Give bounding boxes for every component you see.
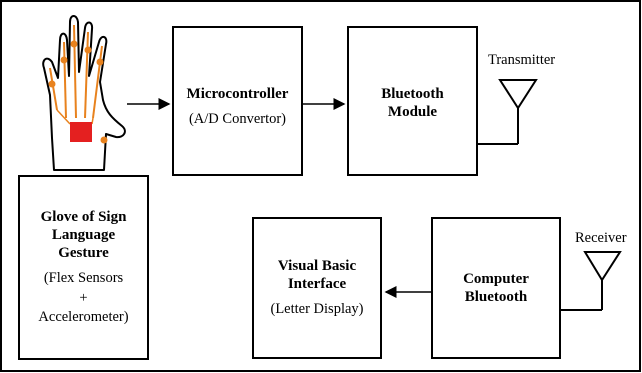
glove-block: Glove of Sign Language Gesture (Flex Sen… xyxy=(19,176,148,359)
receiver-label: Receiver xyxy=(575,230,627,246)
bluetooth-module-block: Bluetooth Module xyxy=(348,27,477,175)
visual-basic-title-1: Visual Basic xyxy=(277,258,357,275)
microcontroller-title: Microcontroller xyxy=(186,86,289,102)
visual-basic-title-2: Interface xyxy=(287,276,347,293)
glove-title-2: Language xyxy=(51,227,116,244)
glove-title-1: Glove of Sign xyxy=(40,209,127,226)
glove-block-box xyxy=(18,175,149,360)
hand-glove-icon xyxy=(42,15,126,171)
receiver-antenna-icon xyxy=(560,251,622,311)
bluetooth-module-block-box xyxy=(347,26,478,176)
computer-bluetooth-title-1: Computer xyxy=(463,271,529,287)
transmitter-antenna-icon xyxy=(477,79,538,145)
computer-bluetooth-block-box xyxy=(431,217,561,359)
visual-basic-block: Visual Basic Interface (Letter Display) xyxy=(253,218,381,358)
microcontroller-block-box xyxy=(172,26,303,176)
microcontroller-detail: (A/D Convertor) xyxy=(188,111,287,127)
glove-detail-1: (Flex Sensors xyxy=(43,270,124,287)
bluetooth-module-title-1: Bluetooth xyxy=(381,86,444,102)
microcontroller-block: Microcontroller (A/D Convertor) xyxy=(173,27,302,175)
glove-detail-3: Accelerometer) xyxy=(38,309,129,326)
computer-bluetooth-title-2: Bluetooth xyxy=(464,289,528,305)
accelerometer-chip xyxy=(70,122,92,142)
glove-detail-2: + xyxy=(79,289,88,306)
visual-basic-detail: (Letter Display) xyxy=(270,301,364,318)
glove-title-3: Gesture xyxy=(58,245,109,262)
bluetooth-module-title-2: Module xyxy=(387,104,438,120)
visual-basic-block-box xyxy=(252,217,382,359)
computer-bluetooth-block: Computer Bluetooth xyxy=(432,218,560,358)
transmitter-label: Transmitter xyxy=(488,52,556,68)
